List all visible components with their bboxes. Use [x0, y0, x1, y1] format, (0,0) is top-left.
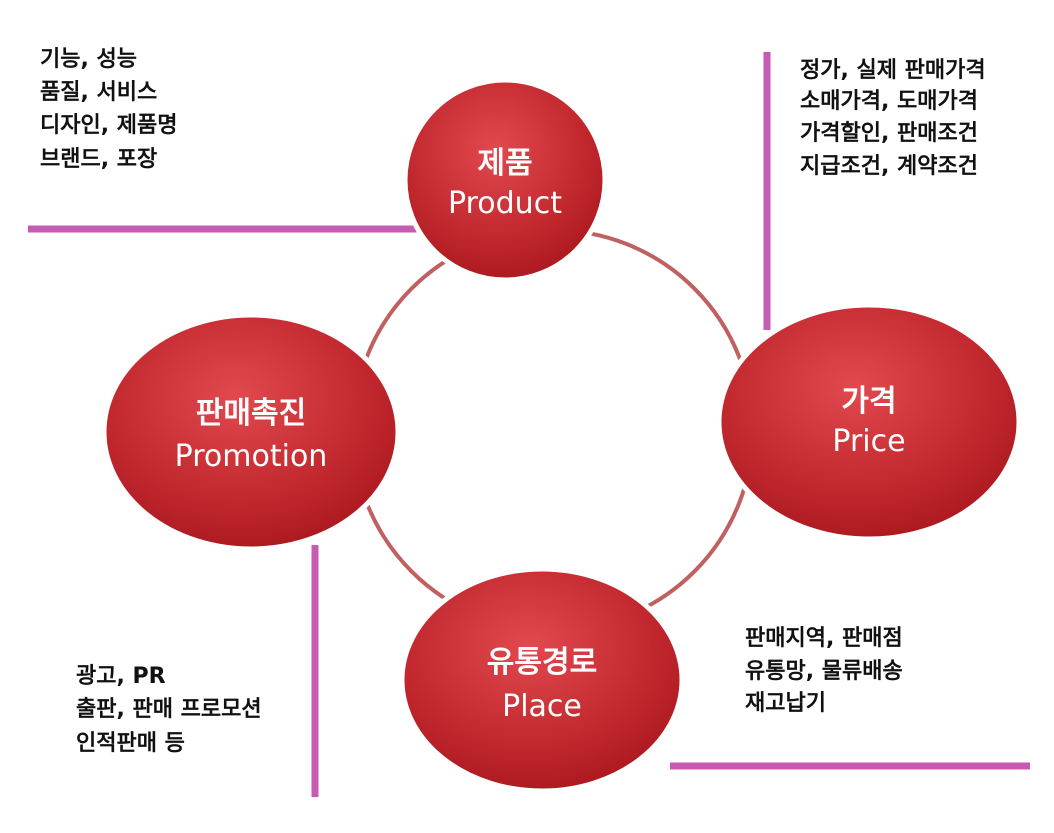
node-promotion-label-ko: 판매촉진 — [196, 396, 306, 431]
node-product-circle — [402, 77, 608, 283]
node-place-label-en: Place — [502, 689, 582, 724]
desc-promotion-line-3: 인적판매 등 — [76, 731, 185, 756]
desc-promotion-line-1: 광고, PR — [76, 664, 166, 689]
node-product-label-en: Product — [448, 186, 562, 221]
desc-place-line-2: 유통망, 물류배송 — [745, 659, 903, 684]
desc-price-line-3: 가격할인, 판매조건 — [800, 121, 978, 146]
desc-product-line-1: 기능, 성능 — [40, 47, 137, 72]
node-place-label-ko: 유통경로 — [487, 645, 597, 680]
desc-place-line-1: 판매지역, 판매점 — [745, 626, 903, 651]
node-product: 제품 Product — [402, 77, 608, 283]
desc-product-line-2: 품질, 서비스 — [40, 80, 157, 105]
desc-product-line-4: 브랜드, 포장 — [40, 147, 157, 172]
node-promotion-label-en: Promotion — [175, 439, 328, 474]
node-price: 가격 Price — [716, 302, 1022, 542]
desc-price-line-2: 소매가격, 도매가격 — [800, 89, 978, 114]
desc-promotion-line-2: 출판, 판매 프로모션 — [76, 697, 262, 722]
desc-price: 정가, 실제 판매가격 소매가격, 도매가격 가격할인, 판매조건 지급조건, … — [800, 58, 986, 179]
node-price-label-ko: 가격 — [841, 384, 896, 419]
node-place-circle — [399, 566, 685, 794]
desc-place-line-3: 재고납기 — [745, 691, 826, 716]
desc-product: 기능, 성능 품질, 서비스 디자인, 제품명 브랜드, 포장 — [40, 47, 177, 172]
node-price-circle — [716, 302, 1022, 542]
node-place: 유통경로 Place — [399, 566, 685, 794]
desc-product-line-3: 디자인, 제품명 — [40, 113, 177, 138]
desc-place: 판매지역, 판매점 유통망, 물류배송 재고납기 — [745, 626, 903, 716]
node-product-label-ko: 제품 — [477, 146, 532, 181]
node-price-label-en: Price — [832, 424, 905, 459]
node-promotion-circle — [101, 312, 401, 552]
node-promotion: 판매촉진 Promotion — [101, 312, 401, 552]
desc-price-line-4: 지급조건, 계약조건 — [800, 154, 978, 179]
desc-price-line-1: 정가, 실제 판매가격 — [800, 58, 986, 83]
desc-promotion: 광고, PR 출판, 판매 프로모션 인적판매 등 — [76, 664, 262, 756]
